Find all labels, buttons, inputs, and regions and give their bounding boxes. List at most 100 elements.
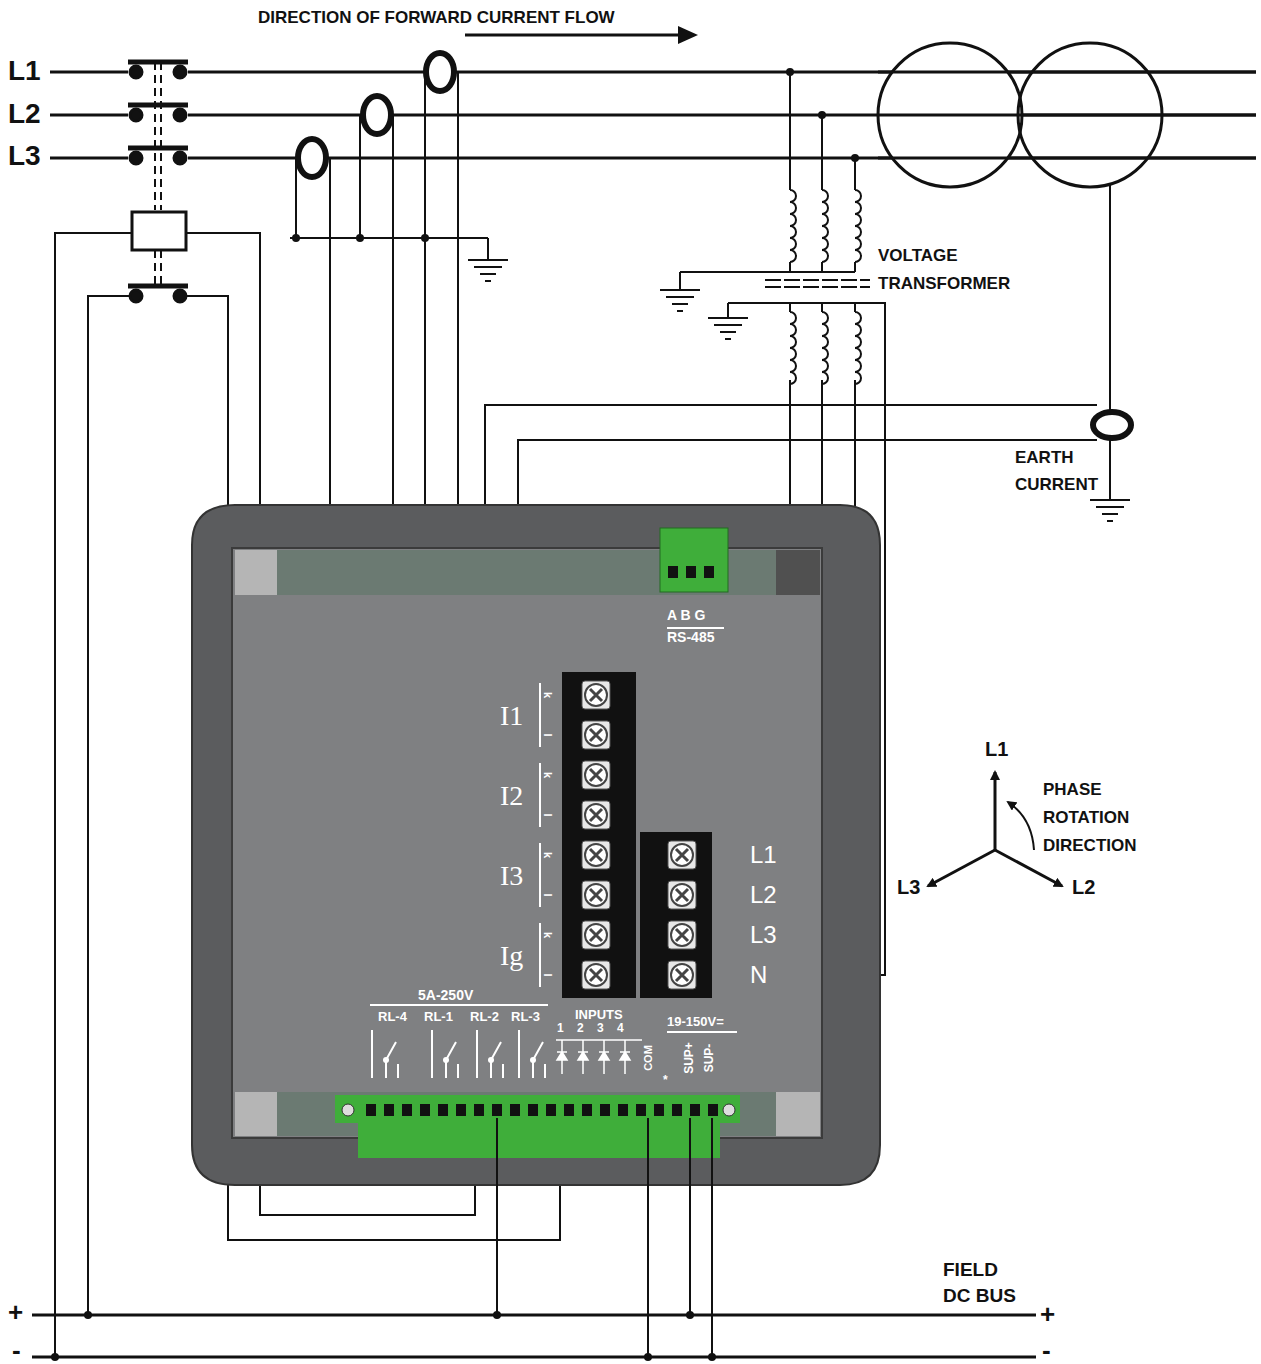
terminal-label: 5A-250V: [418, 988, 473, 1003]
terminal-label: RL-2: [470, 1010, 499, 1024]
input-diode: [557, 1040, 567, 1074]
diagram-label: VOLTAGE TRANSFORMER: [878, 242, 1028, 298]
screw-head: [585, 844, 607, 866]
terminal-hole: [618, 1104, 628, 1116]
contact-pivot: [530, 1057, 536, 1063]
terminal-label: RS-485: [667, 630, 714, 645]
terminal-hole: [402, 1104, 412, 1116]
diagram-label: L1: [8, 56, 41, 87]
screw-head: [585, 804, 607, 826]
terminal-hole: [474, 1104, 484, 1116]
phasor-diagram: [928, 772, 1062, 886]
io-terminals: [342, 1030, 735, 1116]
terminal-hole: [420, 1104, 430, 1116]
screw-head: [585, 964, 607, 986]
screw: [582, 721, 610, 749]
screw: [582, 921, 610, 949]
diagram-label: L3: [8, 141, 41, 172]
screw: [668, 841, 696, 869]
terminal-label: L1: [748, 842, 779, 868]
terminal-hole: [456, 1104, 466, 1116]
terminal-hole: [546, 1104, 556, 1116]
terminal-label: I3: [500, 861, 523, 892]
screw: [582, 961, 610, 989]
terminal-label: SUP-: [703, 1044, 716, 1073]
screw: [582, 681, 610, 709]
terminal-hole: [492, 1104, 502, 1116]
contact-pivot: [488, 1057, 494, 1063]
power-lines: [50, 72, 1256, 158]
terminal-label: *: [663, 1074, 668, 1087]
diagram-label: L2: [1072, 876, 1095, 898]
terminal-label: k: [542, 690, 554, 700]
dc-wires: [32, 1118, 1036, 1357]
terminal-hole: [438, 1104, 448, 1116]
flow-arrowhead: [678, 26, 698, 44]
coil-winding: [790, 190, 796, 262]
screw: [668, 921, 696, 949]
terminal-label: L2: [748, 882, 779, 908]
terminal-label: A B G: [667, 608, 705, 623]
terminal-label: SUP+: [683, 1042, 696, 1074]
end-screw: [723, 1104, 735, 1116]
screw-head: [671, 924, 693, 946]
screw-slot: [590, 689, 602, 701]
relay-contact: [477, 1030, 503, 1078]
screw-slot: [676, 969, 688, 981]
terminal-hole: [384, 1104, 394, 1116]
terminal-hole: [708, 1104, 718, 1116]
terminal-hole: [690, 1104, 700, 1116]
relay-housing: [192, 505, 880, 1185]
screw-head: [671, 884, 693, 906]
screw: [582, 801, 610, 829]
screw-slot: [676, 849, 688, 861]
screw-slot: [590, 969, 602, 981]
screw: [582, 881, 610, 909]
screw: [668, 961, 696, 989]
input-diode: [620, 1040, 630, 1074]
terminal-label: L3: [748, 922, 779, 948]
coil-winding: [822, 190, 828, 262]
input-diode: [578, 1040, 588, 1074]
coil-winding: [822, 312, 828, 384]
screw-slot: [590, 729, 602, 741]
terminal-label: l: [542, 811, 554, 818]
power-transformer: [878, 43, 1162, 500]
diagram-label: L2: [8, 99, 41, 130]
coil-winding: [790, 312, 796, 384]
ground-symbols: [468, 260, 1130, 521]
coil-winding: [855, 312, 861, 384]
terminal-hole: [600, 1104, 610, 1116]
input-diode: [599, 1040, 609, 1074]
vt-coils: [790, 190, 861, 384]
terminal-label: COM: [642, 1045, 654, 1071]
terminal-screws: [582, 681, 696, 989]
diagram-label: L3: [897, 876, 920, 898]
terminal-hole: [672, 1104, 682, 1116]
diagram-label: -: [1042, 1336, 1051, 1364]
diagram-label: +: [1040, 1300, 1055, 1329]
relay-contact: [372, 1030, 398, 1078]
diagram-label: PHASE ROTATION DIRECTION: [1043, 776, 1161, 860]
diagram-label: FIELD DC BUS: [943, 1257, 1023, 1309]
terminal-hole: [654, 1104, 664, 1116]
terminal-label: Ig: [500, 941, 523, 972]
screw: [582, 761, 610, 789]
power-lines-through: [878, 72, 1256, 158]
contact-pivot: [383, 1057, 389, 1063]
terminal-hole: [636, 1104, 646, 1116]
screw: [668, 881, 696, 909]
screw-slot: [590, 889, 602, 901]
terminal-label: I2: [500, 781, 523, 812]
screw-slot: [590, 929, 602, 941]
screw-slot: [590, 769, 602, 781]
circuit-breaker: [128, 62, 188, 302]
screw: [582, 841, 610, 869]
terminal-label: N: [748, 962, 769, 988]
terminal-label: 19-150V=: [667, 1015, 724, 1029]
flow-arrow: [465, 34, 680, 37]
terminal-hole: [510, 1104, 520, 1116]
contact-pivot: [443, 1057, 449, 1063]
current-transformers: [298, 53, 1131, 438]
